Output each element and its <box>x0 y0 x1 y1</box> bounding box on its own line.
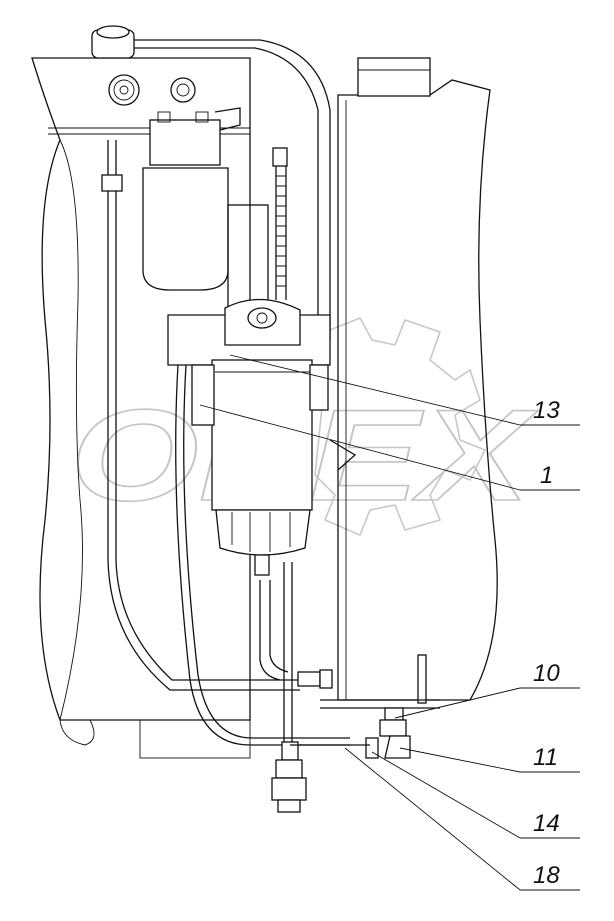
right-tank <box>329 57 498 701</box>
callout-1: 1 <box>540 462 553 489</box>
leader-lines <box>199 354 580 891</box>
left-tank <box>31 57 251 759</box>
filler-cap <box>91 25 331 340</box>
callout-14: 14 <box>533 810 560 837</box>
gauge-left <box>108 74 140 106</box>
callout-13: 13 <box>533 397 560 424</box>
bottom-bracket <box>290 654 440 759</box>
upper-filter <box>142 107 269 316</box>
filter-hoses <box>175 364 350 746</box>
elbow-fitting <box>297 669 333 689</box>
main-fuel-filter <box>167 298 331 576</box>
callout-10: 10 <box>533 660 560 687</box>
pipes-left <box>101 140 300 691</box>
corrugated-hose <box>272 147 288 300</box>
drain-fitting <box>271 741 307 813</box>
gauge-right <box>170 77 196 103</box>
callout-11: 11 <box>533 744 558 771</box>
callout-18: 18 <box>533 862 560 889</box>
